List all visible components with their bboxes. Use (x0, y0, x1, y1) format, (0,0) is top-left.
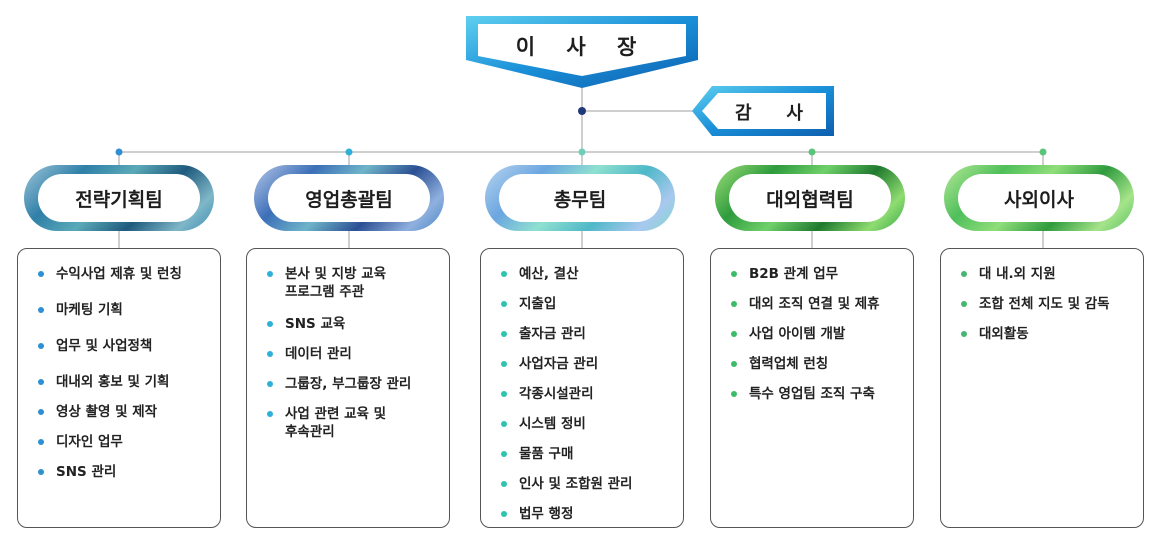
duty-item: 업무 및 사업정책 (36, 337, 220, 355)
duty-item: 사업 아이템 개발 (729, 325, 913, 343)
duty-item: 사업 관련 교육 및 후속관리 (265, 405, 449, 441)
duty-item: 사업자금 관리 (499, 355, 683, 373)
duty-item: 시스템 정비 (499, 415, 683, 433)
duty-item: 대외활동 (959, 325, 1143, 343)
duties-list: 수익사업 제휴 및 런칭 마케팅 기획 업무 및 사업정책 대내외 홍보 및 기… (18, 249, 220, 481)
duty-item: 지출입 (499, 295, 683, 313)
duty-item: SNS 관리 (36, 463, 220, 481)
duty-item: 특수 영업팀 조직 구축 (729, 385, 913, 403)
duty-item: 데이터 관리 (265, 345, 449, 363)
team-pill-general-affairs: 총무팀 (485, 165, 675, 231)
duties-list: 본사 및 지방 교육 프로그램 주관 SNS 교육 데이터 관리 그룹장, 부그… (247, 249, 449, 441)
junction-dot (578, 148, 586, 156)
head-banner: 이 사 장 (464, 14, 700, 90)
duty-item: 대 내.외 지원 (959, 265, 1143, 283)
duty-item: 대외 조직 연결 및 제휴 (729, 295, 913, 313)
duty-item: 마케팅 기획 (36, 301, 220, 319)
team-name: 대외협력팀 (766, 188, 854, 211)
duties-box-strategy: 수익사업 제휴 및 런칭 마케팅 기획 업무 및 사업정책 대내외 홍보 및 기… (17, 248, 221, 528)
head-title: 이 사 장 (515, 35, 649, 59)
team-pill-external: 대외협력팀 (715, 165, 905, 231)
duty-item: 디자인 업무 (36, 433, 220, 451)
duty-item: 대내외 홍보 및 기획 (36, 373, 220, 391)
duty-item: SNS 교육 (265, 315, 449, 333)
duty-item: 인사 및 조합원 관리 (499, 475, 683, 493)
duties-box-sales: 본사 및 지방 교육 프로그램 주관 SNS 교육 데이터 관리 그룹장, 부그… (246, 248, 450, 528)
junction-dot (808, 148, 816, 156)
audit-banner: 감 사 (690, 84, 836, 138)
duty-item: 물품 구매 (499, 445, 683, 463)
duties-box-outside-director: 대 내.외 지원 조합 전체 지도 및 감독 대외활동 (940, 248, 1144, 528)
junction-dot (578, 107, 586, 115)
duty-item: 영상 촬영 및 제작 (36, 403, 220, 421)
team-pill-sales: 영업총괄팀 (254, 165, 444, 231)
duty-item: 출자금 관리 (499, 325, 683, 343)
team-name: 영업총괄팀 (305, 188, 393, 211)
duties-box-general-affairs: 예산, 결산 지출입 출자금 관리 사업자금 관리 각종시설관리 시스템 정비 … (480, 248, 684, 528)
audit-banner-shape (692, 86, 834, 136)
duties-list: B2B 관계 업무 대외 조직 연결 및 제휴 사업 아이템 개발 협력업체 런… (711, 249, 913, 403)
duty-item: 본사 및 지방 교육 프로그램 주관 (265, 265, 449, 301)
duty-item: 그룹장, 부그룹장 관리 (265, 375, 449, 393)
junction-dot (345, 148, 353, 156)
duties-list: 예산, 결산 지출입 출자금 관리 사업자금 관리 각종시설관리 시스템 정비 … (481, 249, 683, 523)
head-banner-shape (466, 16, 698, 88)
team-name: 전략기획팀 (75, 188, 163, 211)
junction-dot (115, 148, 123, 156)
team-pill-strategy: 전략기획팀 (24, 165, 214, 231)
duty-item: 예산, 결산 (499, 265, 683, 283)
duty-item: B2B 관계 업무 (729, 265, 913, 283)
duty-item: 각종시설관리 (499, 385, 683, 403)
duties-list: 대 내.외 지원 조합 전체 지도 및 감독 대외활동 (941, 249, 1143, 343)
team-pill-outside-director: 사외이사 (944, 165, 1134, 231)
duty-item: 협력업체 런칭 (729, 355, 913, 373)
audit-title: 감 사 (735, 103, 807, 124)
team-name: 총무팀 (553, 188, 607, 211)
junction-dot (1039, 148, 1047, 156)
duty-item: 법무 행정 (499, 505, 683, 523)
duties-box-external: B2B 관계 업무 대외 조직 연결 및 제휴 사업 아이템 개발 협력업체 런… (710, 248, 914, 528)
team-name: 사외이사 (1004, 188, 1074, 211)
duty-item: 조합 전체 지도 및 감독 (959, 295, 1143, 313)
duty-item: 수익사업 제휴 및 런칭 (36, 265, 220, 283)
